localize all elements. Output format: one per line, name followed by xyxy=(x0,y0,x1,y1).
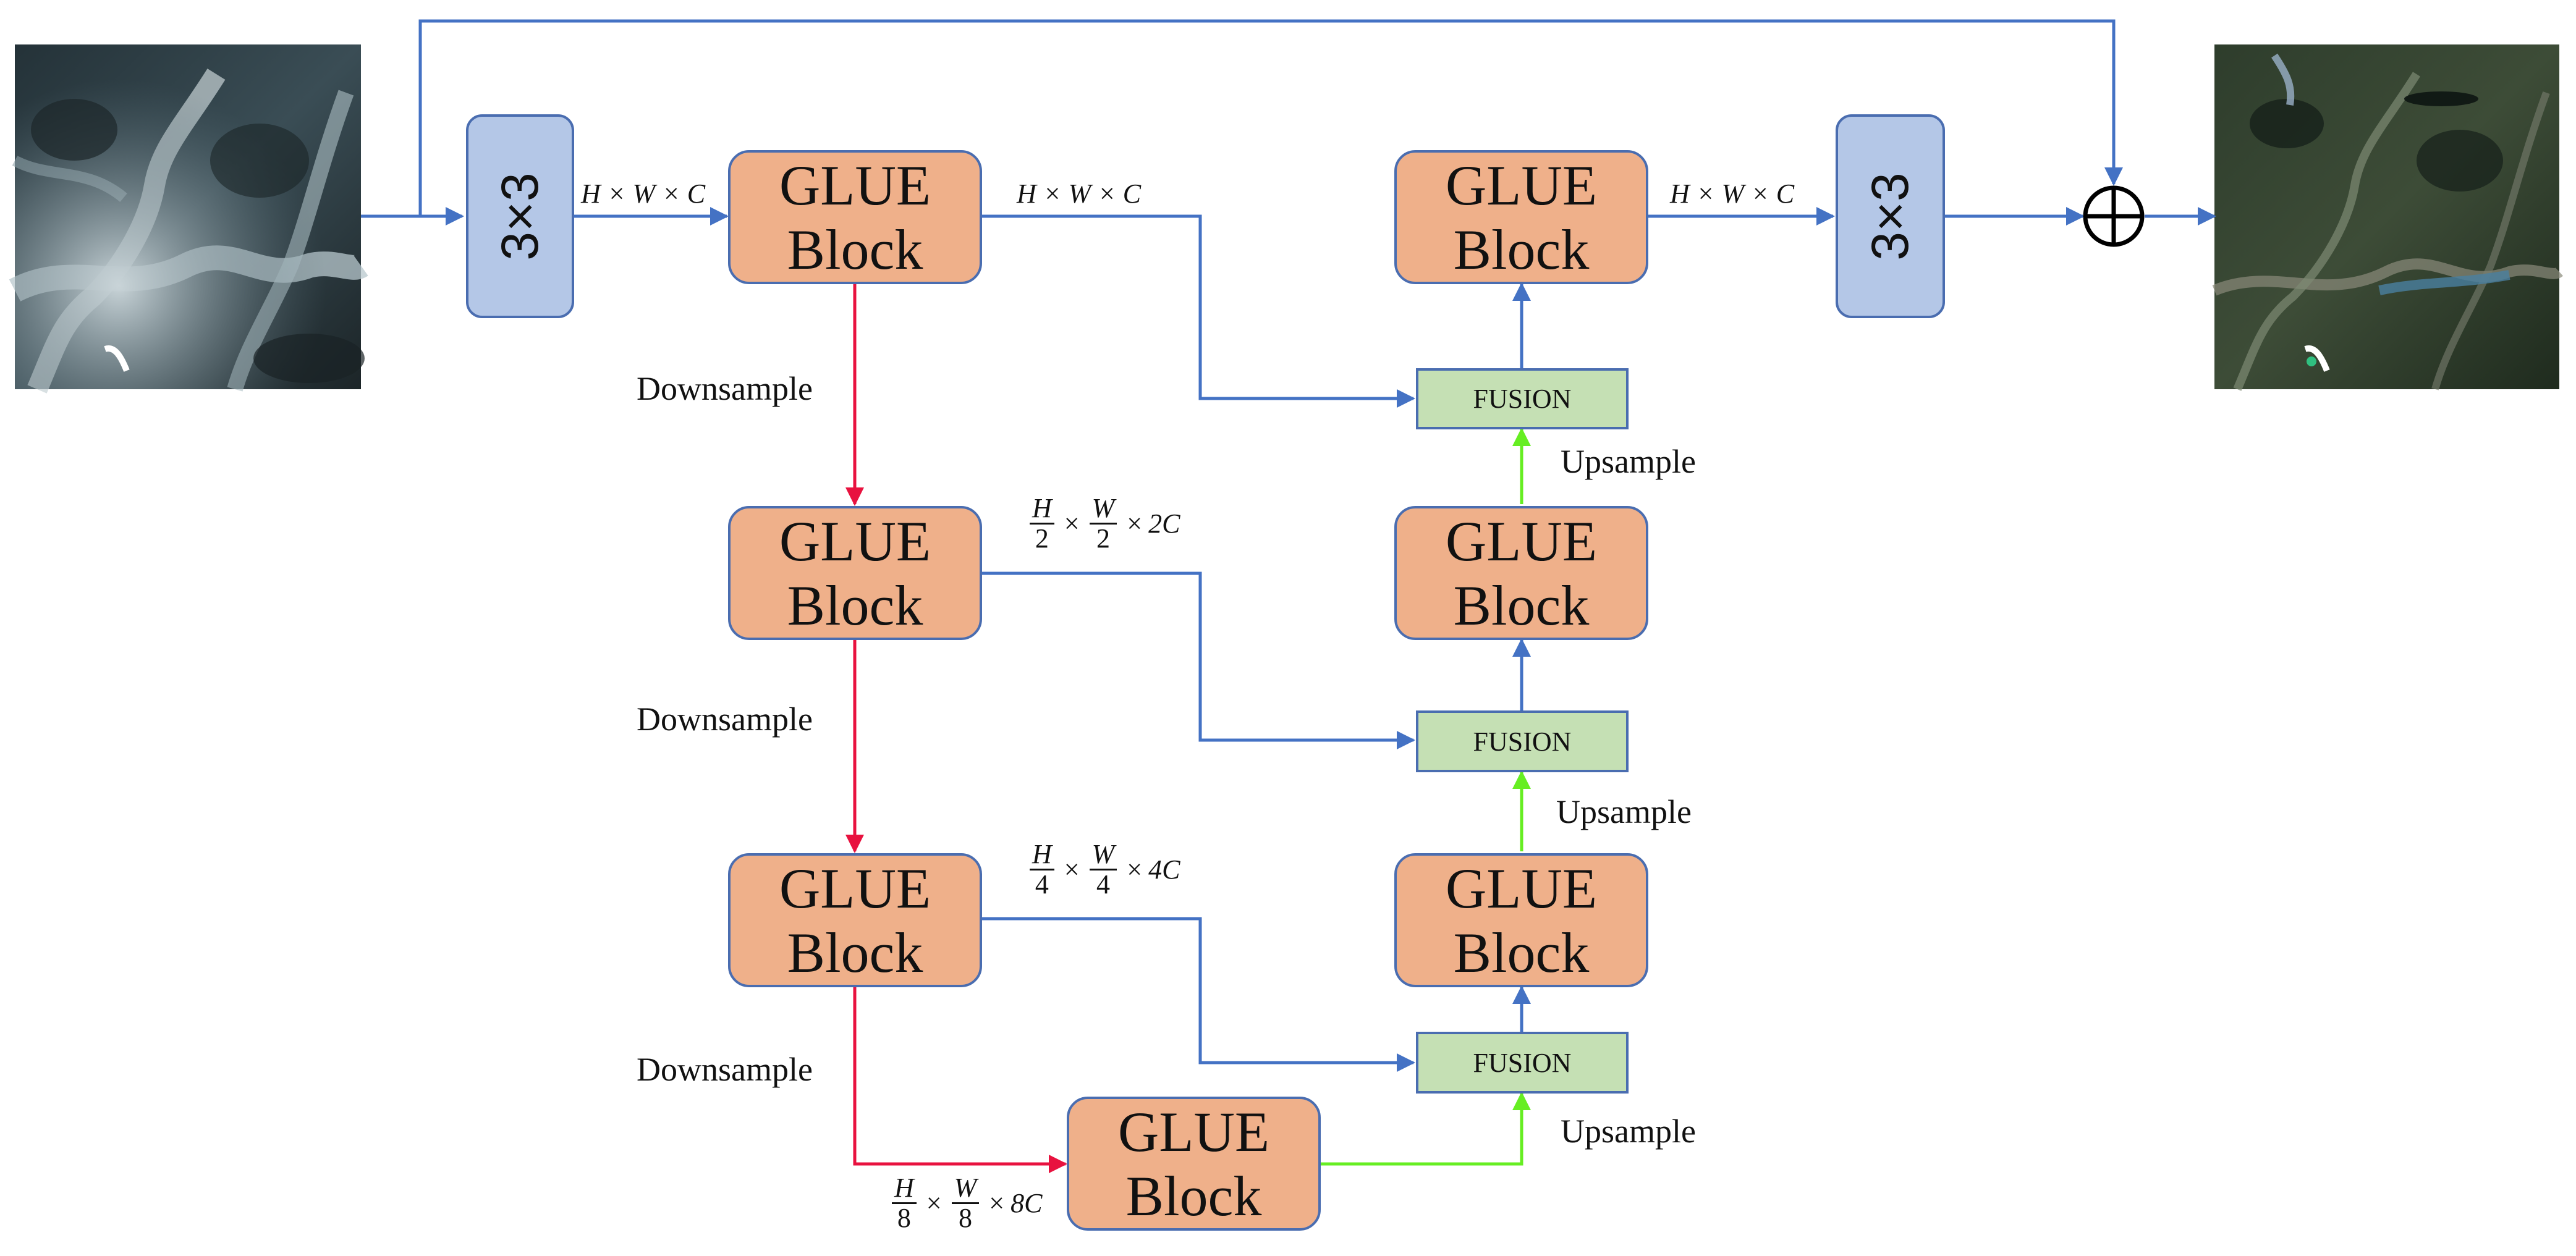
block-label: Block xyxy=(1125,1164,1262,1228)
block-label: Block xyxy=(1453,921,1590,984)
conv-label: 3×3 xyxy=(491,172,549,261)
arrow-skip-level-2 xyxy=(982,571,1415,749)
conv-3x3-output: 3×3 xyxy=(1836,114,1945,318)
upsample-label-3: Upsample xyxy=(1561,1113,1696,1150)
arrow-skip-level-1 xyxy=(982,214,1415,408)
arrow-global-skip xyxy=(418,19,2123,216)
dim-label-level-1: H × W × C xyxy=(1017,179,1142,209)
block-label: Block xyxy=(1453,217,1590,281)
downsample-label-3: Downsample xyxy=(637,1051,813,1088)
glue-label: GLUE xyxy=(1445,509,1598,573)
fusion-block-3: FUSION xyxy=(1416,1032,1629,1094)
glue-block-decoder-1: GLUE Block xyxy=(1394,150,1648,284)
upsample-label-1: Upsample xyxy=(1561,443,1696,480)
upsample-label-2: Upsample xyxy=(1556,793,1692,830)
block-label: Block xyxy=(787,921,923,984)
glue-label: GLUE xyxy=(779,509,931,573)
input-satellite-image xyxy=(9,44,368,394)
glue-label: GLUE xyxy=(1445,856,1598,920)
sum-node xyxy=(2083,185,2145,247)
downsample-label-1: Downsample xyxy=(637,370,813,407)
downsample-label-2: Downsample xyxy=(637,701,813,738)
block-label: Block xyxy=(787,573,923,637)
arrow-skip-level-3 xyxy=(982,917,1415,1072)
glue-label: GLUE xyxy=(1445,153,1598,217)
glue-block-bottleneck: GLUE Block xyxy=(1067,1097,1321,1231)
dim-label-input: H × W × C xyxy=(581,179,706,209)
glue-block-encoder-1: GLUE Block xyxy=(728,150,982,284)
conv-label: 3×3 xyxy=(1861,172,1919,261)
glue-block-encoder-2: GLUE Block xyxy=(728,506,982,640)
arrow-upsample-1 xyxy=(1321,1092,1531,1166)
output-satellite-image xyxy=(2212,44,2564,391)
glue-block-encoder-3: GLUE Block xyxy=(728,853,982,987)
fusion-block-1: FUSION xyxy=(1416,368,1629,429)
glue-label: GLUE xyxy=(1117,1100,1270,1163)
glue-label: GLUE xyxy=(779,153,931,217)
glue-label: GLUE xyxy=(779,856,931,920)
conv-3x3-input: 3×3 xyxy=(466,114,574,318)
glue-block-decoder-3: GLUE Block xyxy=(1394,853,1648,987)
dim-label-output: H × W × C xyxy=(1670,179,1795,209)
glue-block-decoder-2: GLUE Block xyxy=(1394,506,1648,640)
fusion-block-2: FUSION xyxy=(1416,710,1629,772)
block-label: Block xyxy=(787,217,923,281)
arrow-downsample-3 xyxy=(853,987,1067,1173)
block-label: Block xyxy=(1453,573,1590,637)
